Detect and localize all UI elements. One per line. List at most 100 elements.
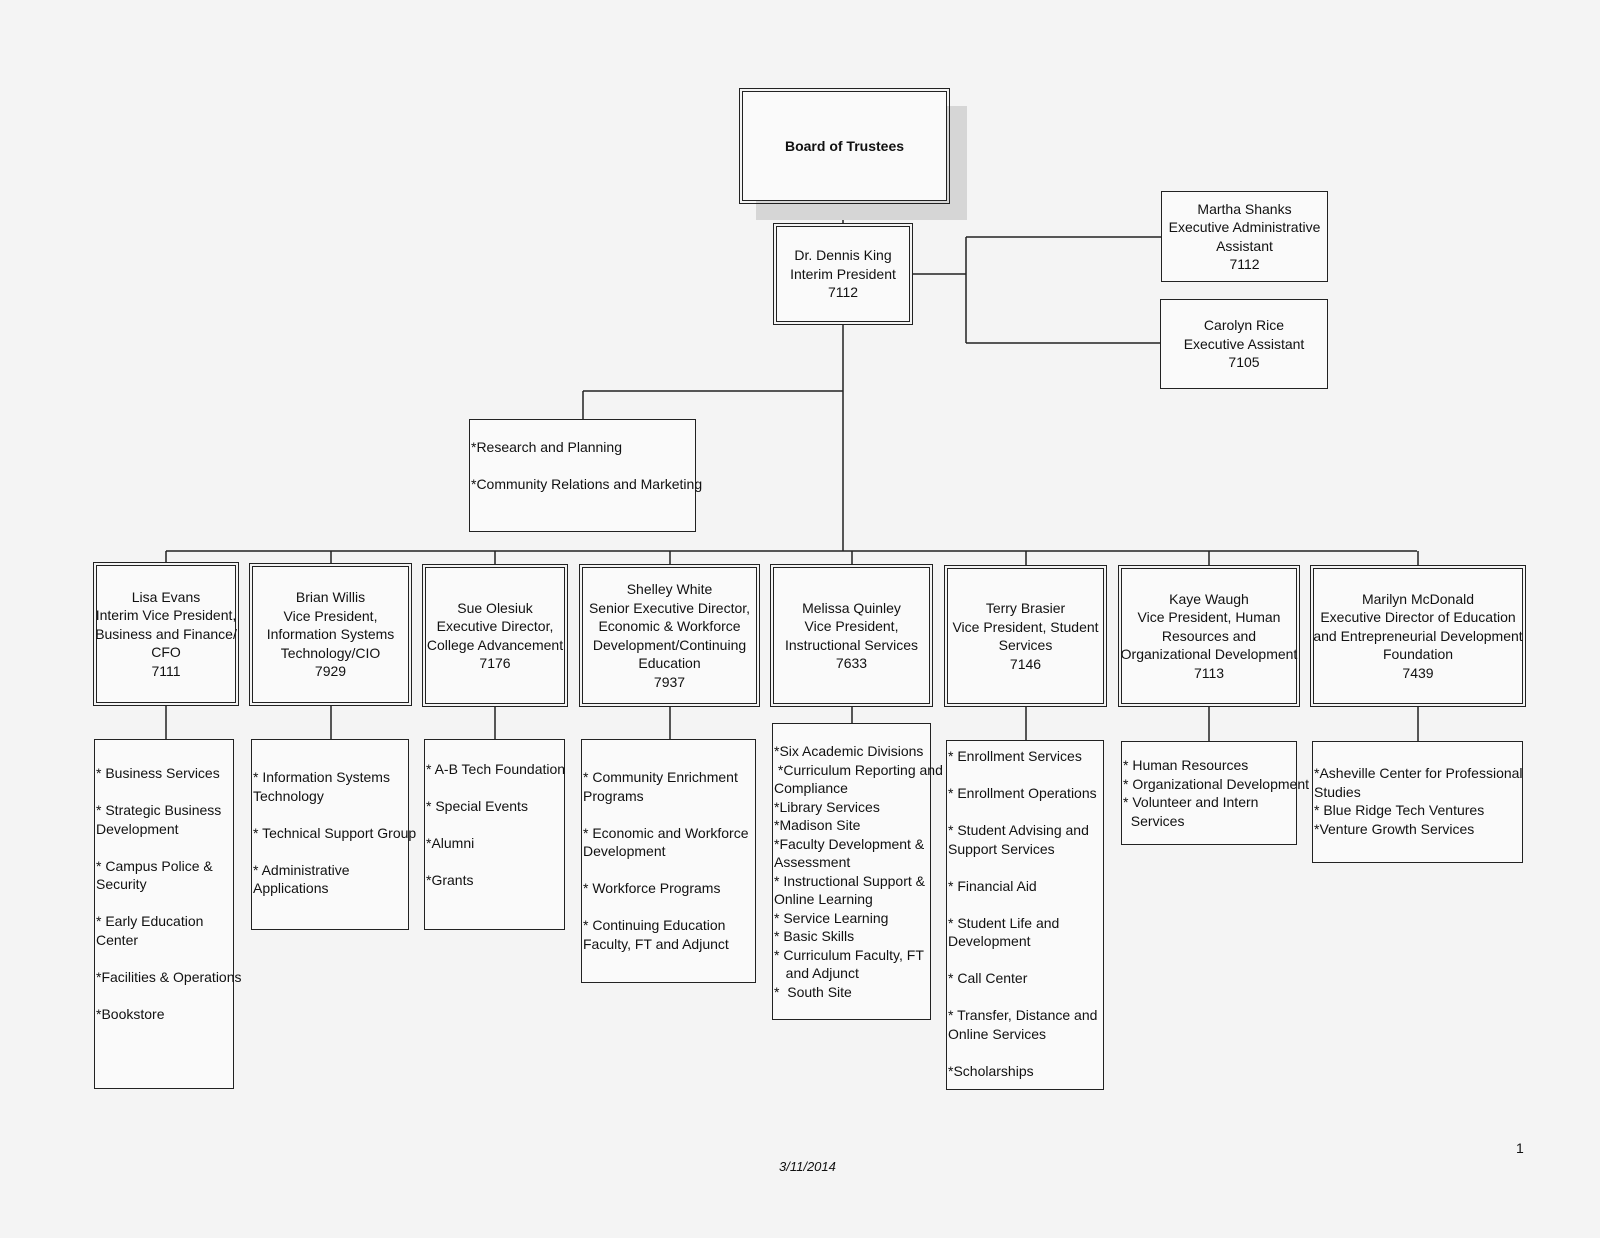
division-head-title: Foundation — [1382, 646, 1454, 663]
division-head-title: Executive Director, — [436, 618, 554, 634]
division-unit-item: Development — [583, 843, 666, 859]
division-head-title: Services — [998, 637, 1053, 653]
division-unit-item: * Human Resources — [1123, 757, 1249, 773]
division-unit-item: *Scholarships — [948, 1062, 1034, 1079]
division-unit-item: Faculty, FT and Adjunct — [583, 935, 729, 952]
division-units-box: * A-B Tech Foundation* Special Events*Al… — [424, 739, 565, 930]
division-unit-item: Development — [948, 933, 1031, 949]
division-unit-item: and Adjunct — [774, 965, 859, 981]
division-head-title: Vice President, — [283, 607, 378, 624]
division-head-title: College Advancement — [426, 636, 564, 653]
division-unit-item: * Student Life and — [948, 914, 1060, 931]
page-number: 1 — [1516, 1140, 1524, 1156]
division-unit-item: *Facilities & Operations — [96, 968, 242, 985]
division-unit-item: Programs — [583, 787, 644, 804]
president-box: Dr. Dennis King Interim President 7112 — [773, 223, 913, 325]
division-unit-item: Applications — [253, 880, 329, 896]
division-unit-item: Services — [1123, 812, 1185, 829]
assistant-box-martha-shanks: Martha Shanks Executive Administrative A… — [1161, 191, 1328, 282]
division-head-name: Lisa Evans — [131, 588, 201, 605]
division-head-name: Shelley White — [626, 581, 713, 597]
division-head-title: CFO — [151, 644, 181, 661]
division-unit-item: Technology — [253, 787, 324, 804]
division-unit-item: * Business Services — [96, 765, 220, 781]
division-unit-item: *Venture Growth Services — [1314, 820, 1475, 837]
division-unit-item: * Continuing Education — [583, 917, 726, 933]
division-head-title: Vice President, Student — [952, 618, 1099, 635]
division-unit-item: * Workforce Programs — [583, 880, 721, 896]
division-unit-item: * Call Center — [948, 970, 1028, 986]
division-head-title: Resources and — [1161, 627, 1257, 644]
assistant-title: Executive Administrative — [1168, 219, 1321, 235]
division-unit-item: *Grants — [426, 872, 474, 888]
division-unit-item: * Special Events — [426, 798, 528, 814]
division-head-extension: 7113 — [1193, 664, 1225, 681]
division-head-title: Business and Finance/ — [95, 625, 237, 642]
division-head-name: Sue Olesiuk — [457, 599, 533, 616]
footer-date: 3/11/2014 — [779, 1159, 836, 1174]
division-head-title: Executive Director of Education — [1320, 609, 1516, 626]
division-units-box: *Six Academic Divisions *Curriculum Repo… — [772, 723, 943, 1020]
division-head-extension: 7176 — [479, 655, 511, 671]
division-head-title: Development/Continuing — [592, 636, 747, 653]
division-unit-item: * Administrative — [253, 861, 350, 878]
division-units-box: * Enrollment Services* Enrollment Operat… — [946, 740, 1104, 1090]
assistant-extension: 7112 — [1229, 256, 1260, 272]
division-head-title: Interim Vice President, — [95, 607, 237, 624]
division-unit-item: *Bookstore — [96, 1005, 165, 1022]
assistant-title: Executive Assistant — [1183, 335, 1305, 352]
division-unit-item: * Student Advising and — [948, 822, 1089, 838]
division-unit-item: * Technical Support Group — [253, 824, 417, 841]
division-unit-item: *Asheville Center for Professional — [1314, 765, 1523, 781]
assistant-box-carolyn-rice: Carolyn Rice Executive Assistant 7105 — [1160, 299, 1328, 389]
division-unit-item: Online Services — [948, 1025, 1047, 1042]
division-unit-item: * Enrollment Operations — [948, 785, 1097, 801]
assistant-name: Martha Shanks — [1197, 200, 1292, 217]
staff-office-box: *Research and Planning *Community Relati… — [469, 419, 703, 532]
division-unit-item: * Curriculum Faculty, FT — [774, 946, 924, 963]
division-head-extension: 7929 — [314, 663, 347, 680]
president-name: Dr. Dennis King — [794, 247, 892, 264]
division-unit-item: Center — [96, 931, 139, 948]
division-unit-item: *Madison Site — [774, 817, 861, 833]
board-of-trustees-box: Board of Trustees — [739, 88, 950, 204]
assistant-name: Carolyn Rice — [1203, 317, 1285, 334]
division-unit-item: *Library Services — [774, 798, 880, 815]
division-unit-item: * Financial Aid — [948, 877, 1037, 894]
division-unit-item: * Volunteer and Intern — [1123, 794, 1259, 810]
division-unit-item: Security — [96, 876, 147, 892]
division-unit-item: * Early Education — [96, 913, 204, 929]
division-head-title: Economic & Workforce — [598, 618, 741, 634]
division-units-box: * Human Resources* Organizational Develo… — [1121, 741, 1309, 845]
division-unit-item: * South Site — [774, 983, 852, 1000]
division-head-title: Instructional Services — [784, 636, 919, 653]
division-unit-item: Compliance — [774, 780, 848, 796]
division-head-name: Terry Brasier — [985, 600, 1066, 616]
staff-office-item-marketing: *Community Relations and Marketing — [471, 476, 703, 492]
division-head-title: Vice President, Human — [1137, 609, 1281, 626]
division-unit-item: * Strategic Business — [96, 802, 222, 818]
division-unit-item: * Campus Police & — [96, 857, 213, 874]
division-unit-item: *Curriculum Reporting and — [774, 761, 943, 778]
division-unit-item: * Information Systems — [253, 769, 390, 785]
president-title: Interim President — [790, 265, 896, 282]
division-unit-item: Studies — [1314, 783, 1361, 800]
division-head-extension: 7937 — [653, 673, 686, 690]
division-unit-item: * Community Enrichment — [583, 769, 738, 785]
division-head-title: Information Systems — [266, 626, 395, 643]
division-head-name: Kaye Waugh — [1169, 590, 1249, 607]
division-head-title: Education — [638, 655, 701, 671]
president-extension: 7112 — [827, 284, 859, 301]
division-unit-item: *Alumni — [426, 835, 475, 851]
division-unit-item: * Instructional Support & — [774, 872, 925, 889]
division-unit-item: * Economic and Workforce — [583, 824, 749, 841]
division-head-extension: 7633 — [835, 655, 868, 671]
